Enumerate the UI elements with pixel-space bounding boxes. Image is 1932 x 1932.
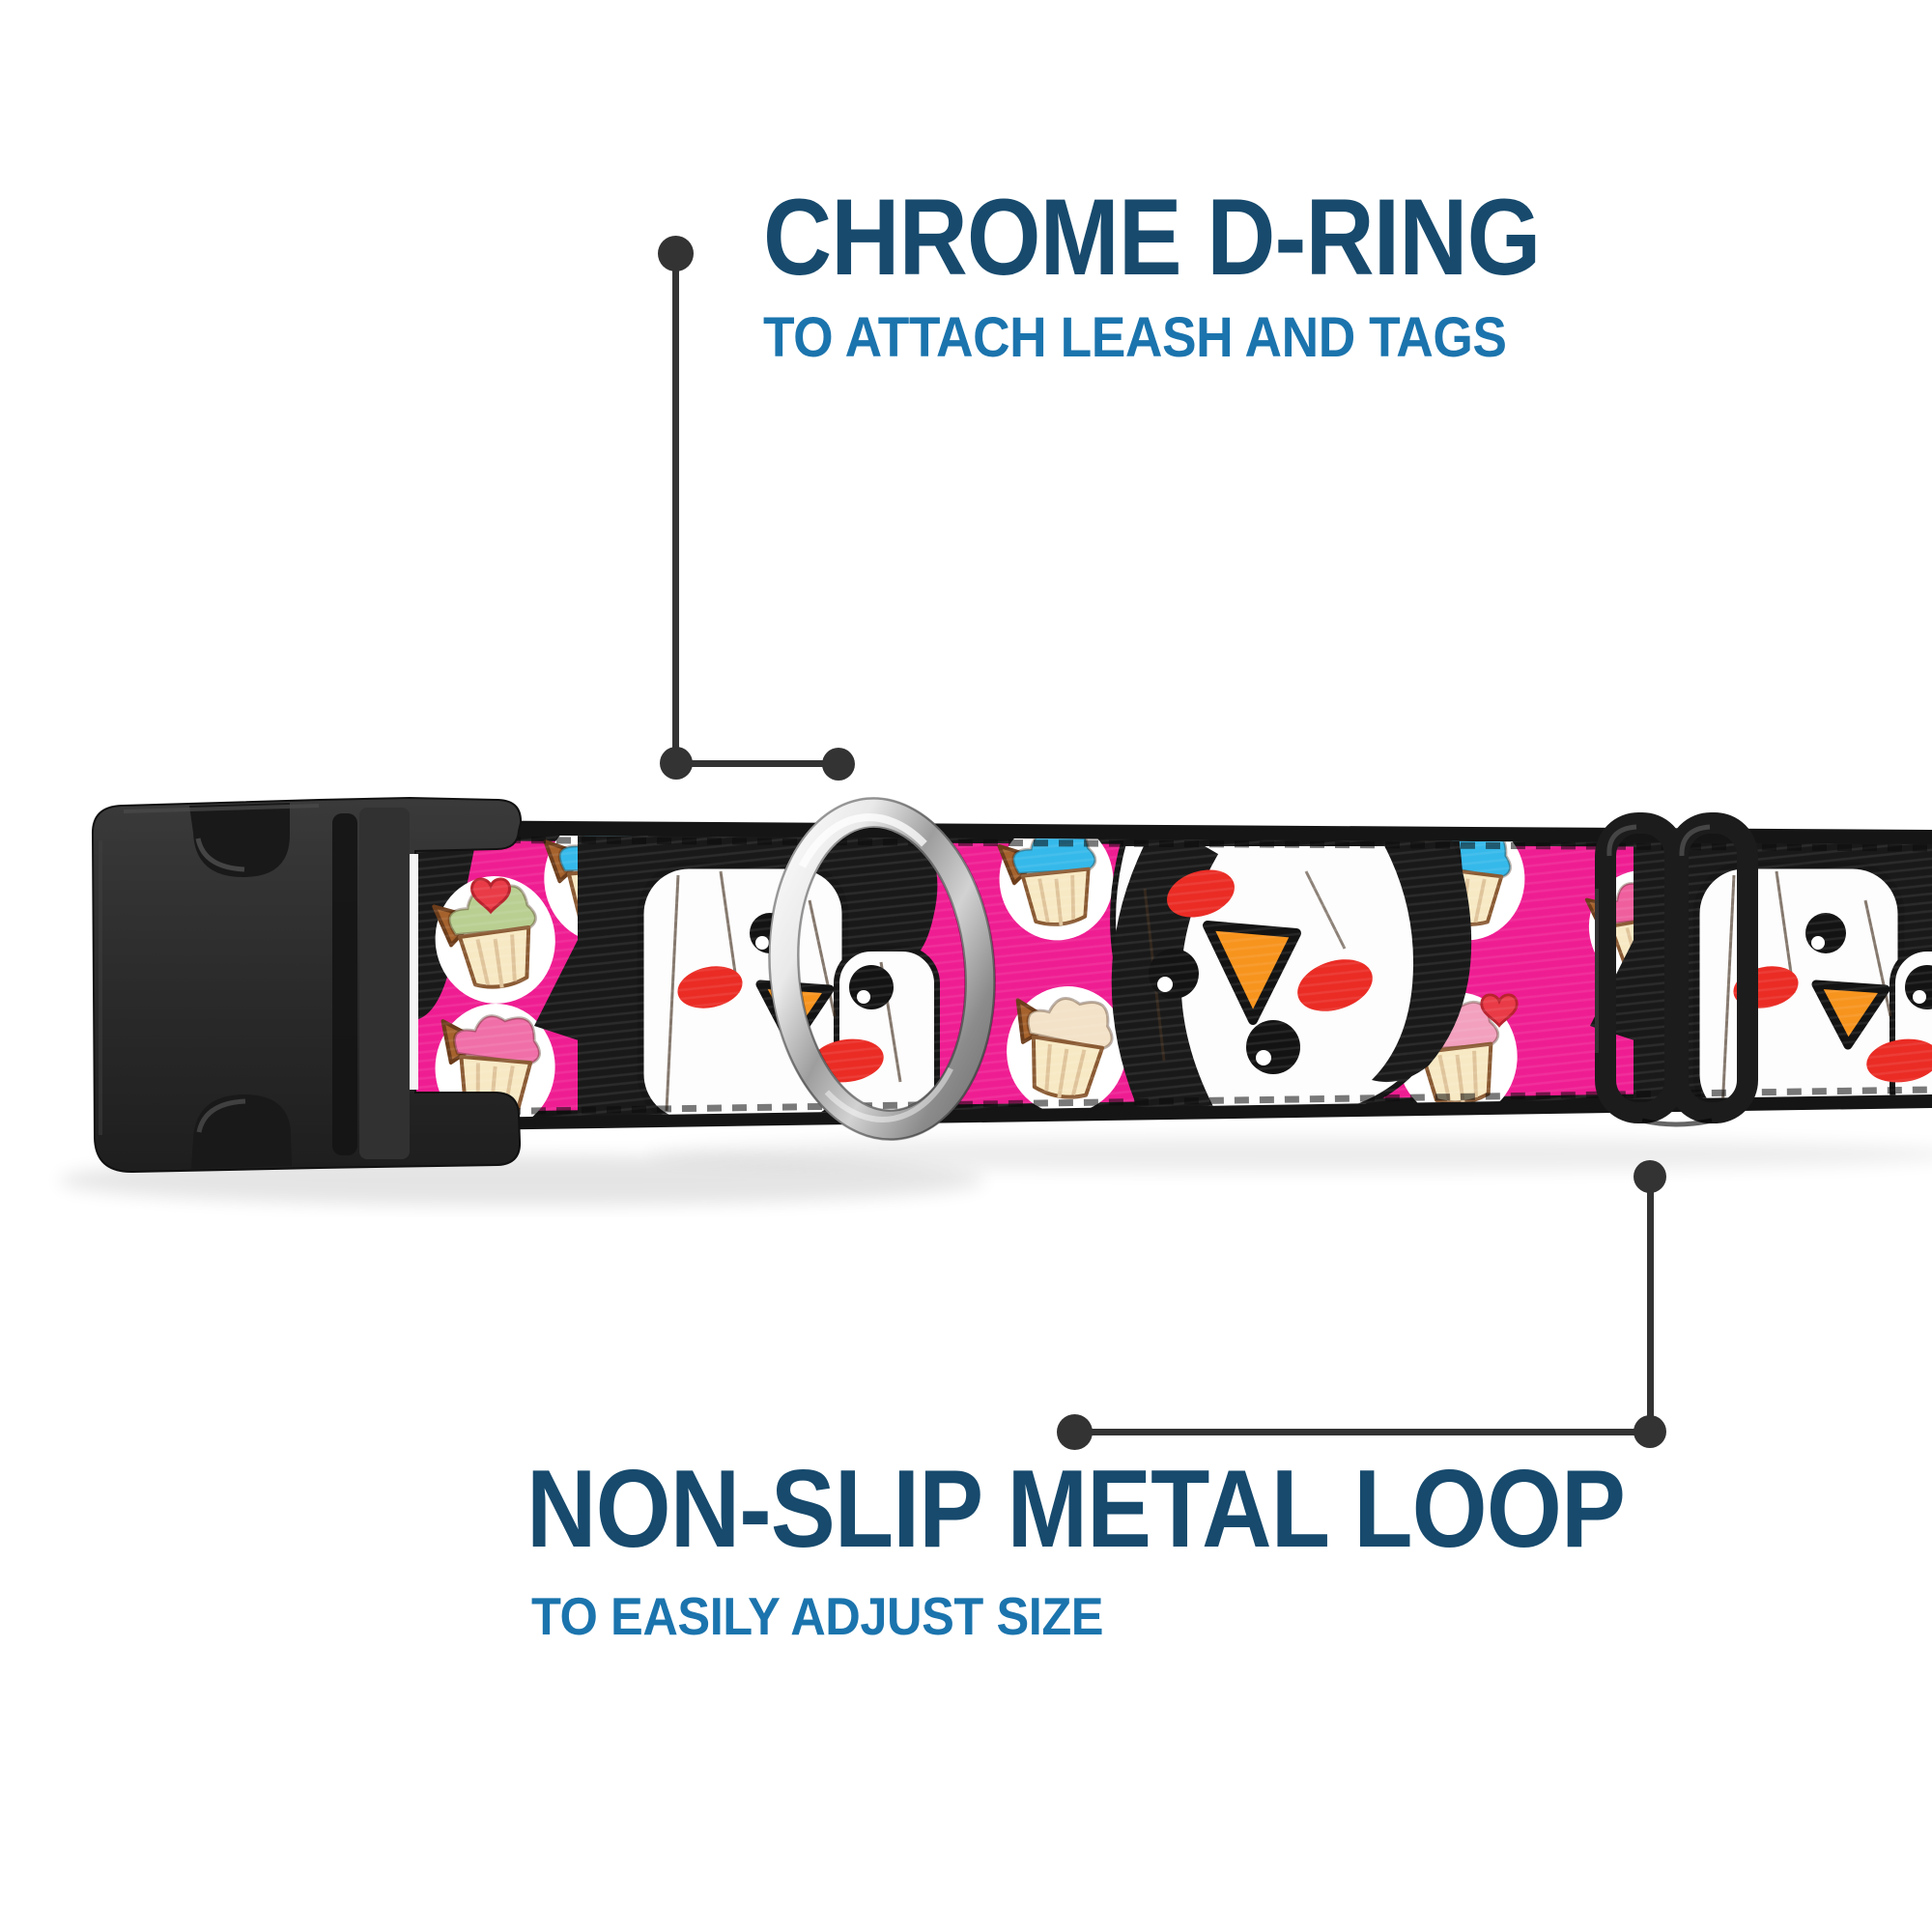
callout-bottom-subtitle: TO EASILY ADJUST SIZE	[531, 1586, 1104, 1646]
callout-bottom-title: NON-SLIP METAL LOOP	[526, 1448, 1626, 1571]
webbing-pattern	[406, 835, 1932, 1119]
callout-bottom-vertical-line	[1647, 1177, 1654, 1432]
buckle	[91, 796, 523, 1174]
callout-top-subtitle: TO ATTACH LEASH AND TAGS	[763, 306, 1507, 369]
collar-webbing	[405, 820, 1932, 1131]
d-ring	[768, 797, 996, 1141]
callout-bottom-horizontal-line	[1074, 1429, 1650, 1435]
callout-top-horizontal-line	[676, 760, 838, 767]
metal-loop-slider	[1595, 812, 1758, 1127]
callout-top-end-dot	[822, 748, 855, 781]
collar-photo	[58, 796, 1932, 1206]
callout-top-vertical-line	[672, 253, 679, 763]
callout-top-title: CHROME D-RING	[763, 177, 1541, 298]
callout-bottom-end-dot	[1057, 1414, 1093, 1450]
